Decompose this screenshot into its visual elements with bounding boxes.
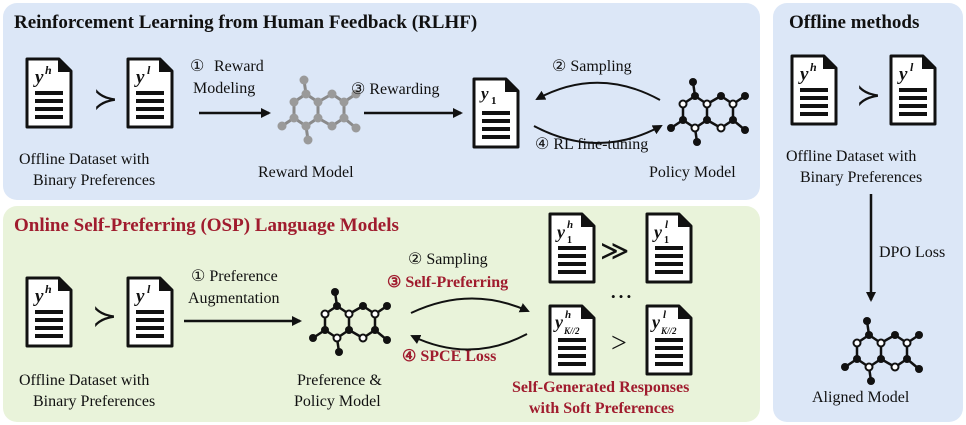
offline-dataset-label-1: Offline Dataset with: [786, 148, 916, 165]
rlhf-arrow-rl-finetuning: [533, 125, 663, 144]
svg-text:y: y: [897, 64, 908, 85]
osp-preferred-doc-icon: y h: [25, 276, 73, 348]
osp-step2-label: ② Sampling: [408, 251, 488, 268]
svg-text:1: 1: [491, 95, 497, 107]
aligned-model-label: Aligned Model: [812, 389, 910, 406]
reward-model-label: Reward Model: [258, 164, 354, 181]
svg-text:y: y: [33, 286, 44, 307]
osp-succ-symbol: ≻: [92, 300, 117, 333]
svg-text:y: y: [652, 222, 663, 242]
rlhf-dataset-label-2: Binary Preferences: [33, 172, 155, 189]
rlhf-step4-label: ④ RL fine-tuning: [535, 136, 648, 153]
svg-text:l: l: [665, 219, 669, 231]
svg-text:y: y: [798, 64, 809, 85]
svg-text:y: y: [555, 222, 566, 242]
osp-response-k-rejected-doc-icon: y l K//2: [645, 304, 693, 376]
osp-step1-label-2: Augmentation: [188, 290, 280, 307]
rlhf-step2-label: ② Sampling: [552, 58, 632, 75]
rlhf-step3-label: ③ Rewarding: [351, 81, 440, 98]
osp-gg-symbol: ≫: [600, 236, 629, 267]
osp-arrow-spce: [410, 333, 528, 351]
offline-succ-symbol: ≻: [856, 79, 881, 112]
svg-text:h: h: [565, 309, 571, 321]
osp-response-1-preferred-doc-icon: y h 1: [548, 212, 596, 284]
offline-preferred-doc-icon: y h: [790, 54, 838, 126]
osp-step3-label: ③ Self-Preferring: [387, 274, 508, 291]
policy-model-label: Policy Model: [649, 164, 736, 181]
osp-model-label-2: Policy Model: [294, 393, 381, 410]
rlhf-panel: [3, 3, 760, 200]
osp-step1-label-1: ① Preference: [191, 268, 278, 285]
osp-dataset-label-1: Offline Dataset with: [19, 372, 149, 389]
svg-text:y: y: [479, 84, 489, 103]
osp-model-label-1: Preference &: [297, 372, 382, 389]
rlhf-succ-symbol: ≻: [93, 83, 118, 116]
offline-rejected-doc-icon: y l: [889, 54, 937, 126]
rlhf-step1-label-2: Modeling: [193, 80, 255, 97]
svg-text:y: y: [650, 312, 661, 332]
offline-loss-label: DPO Loss: [879, 244, 945, 261]
osp-gt-symbol: >: [611, 328, 627, 359]
rlhf-sample-doc-icon: y 1: [472, 77, 520, 149]
svg-text:h: h: [45, 282, 52, 296]
osp-rejected-doc-icon: y l: [126, 276, 174, 348]
svg-text:1: 1: [567, 235, 572, 246]
rlhf-step1-num: ①: [190, 58, 204, 75]
osp-response-1-rejected-doc-icon: y l 1: [645, 212, 693, 284]
svg-text:l: l: [147, 63, 151, 77]
svg-text:K//2: K//2: [660, 326, 677, 336]
osp-ellipsis: • • •: [611, 289, 631, 304]
rlhf-rejected-doc-icon: y l: [126, 57, 174, 129]
svg-text:y: y: [134, 67, 145, 88]
osp-response-k-preferred-doc-icon: y h K//2: [548, 304, 596, 376]
osp-arrow-sampling: [410, 297, 530, 314]
svg-text:l: l: [910, 60, 914, 74]
offline-dataset-label-2: Binary Preferences: [800, 169, 922, 186]
svg-text:1: 1: [664, 235, 669, 246]
osp-responses-label-1: Self-Generated Responses: [512, 379, 689, 396]
svg-text:h: h: [45, 63, 52, 77]
svg-text:l: l: [147, 282, 151, 296]
rlhf-step1-label-1: Reward: [214, 58, 264, 75]
osp-responses-label-2: with Soft Preferences: [529, 400, 674, 417]
osp-dataset-label-2: Binary Preferences: [33, 393, 155, 410]
svg-text:l: l: [663, 309, 667, 321]
svg-text:y: y: [134, 286, 145, 307]
offline-title: Offline methods: [789, 12, 919, 33]
svg-text:y: y: [33, 67, 44, 88]
rlhf-title: Reinforcement Learning from Human Feedba…: [14, 12, 477, 33]
svg-text:y: y: [553, 312, 564, 332]
osp-step4-label: ④ SPCE Loss: [402, 348, 496, 365]
rlhf-preferred-doc-icon: y h: [25, 57, 73, 129]
rlhf-arrow-sampling: [535, 81, 661, 101]
rlhf-dataset-label-1: Offline Dataset with: [19, 151, 149, 168]
svg-text:K//2: K//2: [563, 326, 580, 336]
svg-text:h: h: [567, 219, 573, 231]
osp-title: Online Self-Preferring (OSP) Language Mo…: [14, 215, 399, 236]
svg-text:h: h: [810, 60, 817, 74]
